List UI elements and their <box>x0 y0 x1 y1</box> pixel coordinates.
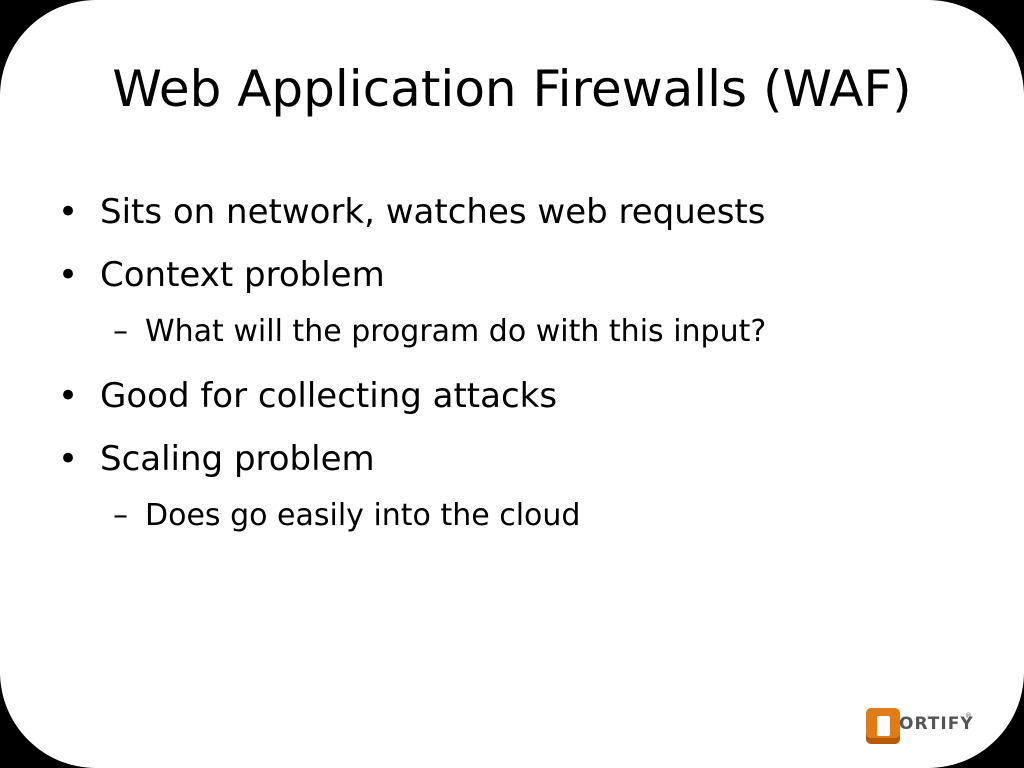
bullet-list: • Sits on network, watches web requests … <box>58 188 988 556</box>
bullet-text: Context problem <box>100 255 385 295</box>
bullet-item: • Good for collecting attacks <box>58 372 988 420</box>
bullet-text: Sits on network, watches web requests <box>100 192 766 232</box>
fortify-f-icon <box>866 708 900 744</box>
bullet-icon: • <box>58 192 79 232</box>
bullet-text: Scaling problem <box>100 439 375 479</box>
bullet-icon: • <box>58 376 79 416</box>
sub-bullet-item: – Does go easily into the cloud <box>58 496 988 536</box>
slide-title: Web Application Firewalls (WAF) <box>112 60 912 118</box>
sub-bullet-item: – What will the program do with this inp… <box>58 312 988 352</box>
sub-bullet-text: What will the program do with this input… <box>145 314 767 349</box>
bullet-icon: • <box>58 255 79 295</box>
fortify-logo: ORTIFY ® <box>866 708 973 744</box>
logo-wordmark: ORTIFY <box>899 714 974 734</box>
bullet-item: • Scaling problem <box>58 435 988 483</box>
bullet-text: Good for collecting attacks <box>100 376 558 416</box>
dash-icon: – <box>113 498 128 533</box>
sub-bullet-text: Does go easily into the cloud <box>145 498 581 533</box>
dash-icon: – <box>113 314 128 349</box>
bullet-item: • Context problem <box>58 251 988 299</box>
trademark-icon: ® <box>965 712 972 720</box>
bullet-item: • Sits on network, watches web requests <box>58 188 988 236</box>
bullet-icon: • <box>58 439 79 479</box>
